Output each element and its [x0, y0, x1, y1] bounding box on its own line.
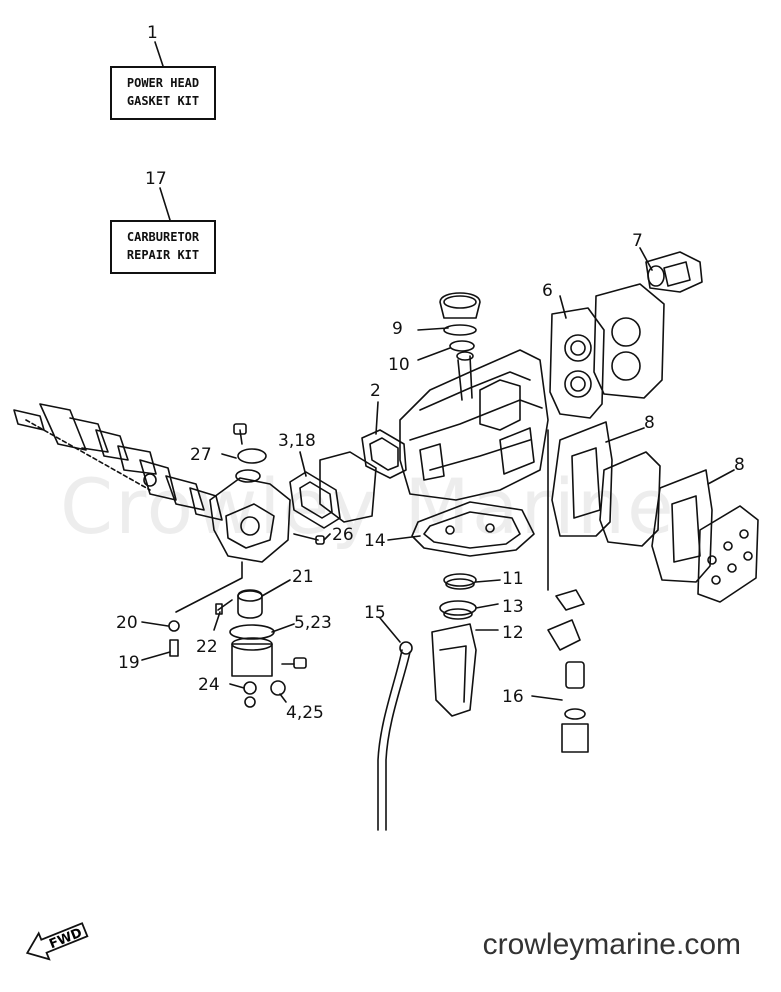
power-head-gasket-kit-box: POWER HEAD GASKET KIT [110, 66, 216, 120]
callout-8a: 8 [644, 413, 655, 433]
kit-line2: REPAIR KIT [126, 248, 200, 262]
cylinder-head-cover [593, 283, 665, 399]
callout-9: 9 [392, 319, 403, 339]
thermostat-cover [439, 292, 481, 352]
thermostat-7 [645, 251, 703, 293]
callout-8b: 8 [734, 455, 745, 475]
power-head-block [399, 349, 549, 501]
callout-27: 27 [190, 445, 212, 465]
housing-12 [431, 623, 477, 717]
kit-number-17: 17 [145, 169, 167, 189]
callout-12: 12 [502, 623, 524, 643]
bolt-4-25 [270, 657, 307, 696]
site-url: crowleymarine.com [482, 928, 741, 961]
callout-21: 21 [292, 567, 314, 587]
kit-line1: CARBURETOR [126, 230, 200, 244]
washer-24 [243, 681, 257, 708]
callout-11: 11 [502, 569, 524, 589]
callout-16: 16 [502, 687, 524, 707]
pin-22 [215, 599, 233, 615]
callout-15: 15 [364, 603, 386, 623]
leader-kit-1 [154, 41, 164, 67]
callout-14: 14 [364, 531, 386, 551]
fwd-arrow-icon: FWD [25, 922, 89, 961]
part-5-23 [229, 624, 275, 677]
callout-5-23: 5,23 [294, 613, 332, 633]
kit-line2: GASKET KIT [126, 94, 200, 108]
intake-plate [319, 451, 377, 523]
callout-26: 26 [332, 525, 354, 545]
callout-13: 13 [502, 597, 524, 617]
seal-13 [439, 600, 477, 620]
leader-kit-17 [159, 187, 171, 221]
oil-seal-11 [443, 573, 477, 590]
callout-20: 20 [116, 613, 138, 633]
gasket-2 [361, 429, 407, 479]
callout-22: 22 [196, 637, 218, 657]
carburetor-repair-kit-box: CARBURETOR REPAIR KIT [110, 220, 216, 274]
callout-19: 19 [118, 653, 140, 673]
callout-10: 10 [388, 355, 410, 375]
exhaust-inner-plate [599, 451, 661, 547]
part-21 [237, 589, 263, 619]
screw-26 [293, 533, 325, 545]
gasket-14 [411, 501, 535, 557]
callout-7: 7 [632, 231, 643, 251]
callout-labels: 1 17 2 3,18 4,25 5,23 6 7 8 8 9 10 11 12… [116, 23, 745, 723]
fuel-connector [547, 429, 589, 753]
exhaust-cover [697, 505, 759, 603]
gasket-3-18 [289, 471, 341, 529]
reed-valve-body [209, 423, 291, 563]
callout-2: 2 [370, 381, 381, 401]
kit-line1: POWER HEAD [126, 76, 200, 90]
callout-6: 6 [542, 281, 553, 301]
water-tube-15 [377, 641, 413, 831]
callout-24: 24 [198, 675, 220, 695]
screw-20-19 [168, 561, 243, 657]
intake-reed-assembly [13, 403, 223, 521]
callout-3-18: 3,18 [278, 431, 316, 451]
kit-number-1: 1 [147, 23, 158, 43]
gasket-6 [549, 307, 605, 419]
exhaust-gasket-8b [651, 469, 713, 583]
callout-4-25: 4,25 [286, 703, 324, 723]
